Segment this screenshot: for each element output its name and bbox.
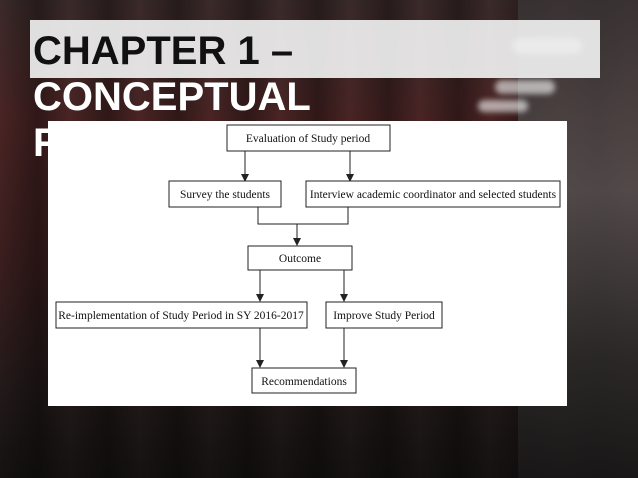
diagram-panel: Evaluation of Study period Survey the st…	[48, 121, 567, 406]
node-survey-label: Survey the students	[180, 189, 271, 201]
node-outcome: Outcome	[248, 246, 352, 270]
node-reimplementation: Re-implementation of Study Period in SY …	[56, 302, 307, 328]
title-line-1: CHAPTER 1 –	[33, 29, 293, 73]
node-interview-label: Interview academic coordinator and selec…	[310, 189, 557, 201]
node-outcome-label: Outcome	[279, 253, 321, 265]
node-evaluation: Evaluation of Study period	[227, 125, 390, 151]
node-improve-label: Improve Study Period	[333, 310, 435, 322]
node-reimplementation-label: Re-implementation of Study Period in SY …	[58, 310, 304, 322]
ceiling-light	[495, 80, 555, 94]
node-recommendations: Recommendations	[252, 368, 356, 393]
node-survey: Survey the students	[169, 181, 281, 207]
node-recommendations-label: Recommendations	[261, 376, 347, 388]
title-line-2: CONCEPTUAL	[33, 75, 311, 119]
node-evaluation-label: Evaluation of Study period	[246, 133, 370, 145]
node-improve: Improve Study Period	[326, 302, 442, 328]
ceiling-light	[478, 100, 528, 112]
node-interview: Interview academic coordinator and selec…	[306, 181, 560, 207]
connector-merge	[258, 207, 348, 224]
flowchart: Evaluation of Study period Survey the st…	[48, 121, 567, 406]
